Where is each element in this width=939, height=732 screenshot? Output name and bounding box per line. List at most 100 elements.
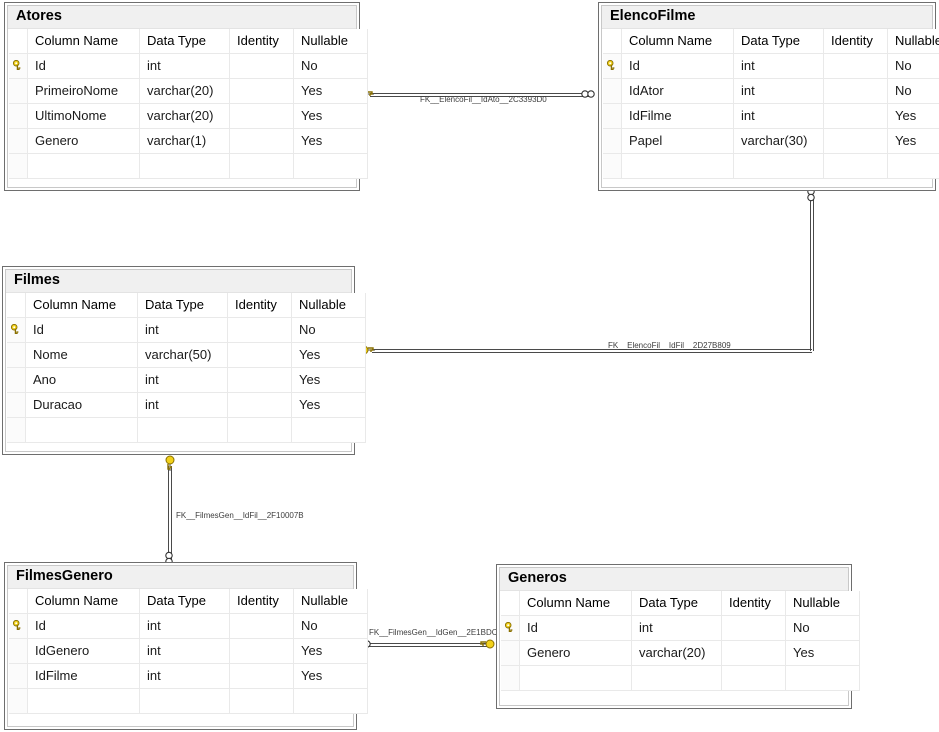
table-row[interactable] [9,153,368,179]
cell-column-name[interactable]: Duracao [25,392,138,418]
cell-identity[interactable] [229,78,294,104]
cell-column-name[interactable]: IdFilme [621,103,734,129]
cell-nullable[interactable]: Yes [293,638,368,664]
cell-column-name[interactable]: UltimoNome [27,103,140,129]
cell-identity[interactable] [823,153,888,179]
row-key-cell[interactable] [9,53,28,79]
cell-identity[interactable] [229,103,294,129]
cell-data-type[interactable] [139,153,230,179]
cell-identity[interactable] [721,640,786,666]
row-key-cell[interactable] [603,103,622,129]
cell-column-name[interactable]: Id [519,615,632,641]
entity-title[interactable]: Atores [8,6,356,29]
cell-column-name[interactable] [27,153,140,179]
row-key-cell[interactable] [603,128,622,154]
cell-data-type[interactable] [631,665,722,691]
relationship-line-elencofil-idfil[interactable] [372,349,812,353]
cell-identity[interactable] [823,78,888,104]
row-key-cell[interactable] [501,665,520,691]
row-key-cell[interactable] [9,663,28,689]
cell-column-name[interactable]: IdGenero [27,638,140,664]
cell-nullable[interactable] [291,417,366,443]
cell-nullable[interactable] [887,153,939,179]
cell-nullable[interactable] [785,665,860,691]
cell-nullable[interactable]: Yes [293,78,368,104]
relationship-line-filmesgen-idfil[interactable] [168,466,172,560]
cell-column-name[interactable] [621,153,734,179]
cell-data-type[interactable]: varchar(50) [137,342,228,368]
cell-identity[interactable] [229,128,294,154]
cell-nullable[interactable]: Yes [291,342,366,368]
entity-title[interactable]: FilmesGenero [8,566,353,589]
row-key-cell[interactable] [9,638,28,664]
cell-identity[interactable] [227,417,292,443]
row-key-cell[interactable] [7,317,26,343]
cell-nullable[interactable]: Yes [291,392,366,418]
cell-nullable[interactable]: No [293,613,368,639]
cell-data-type[interactable]: varchar(1) [139,128,230,154]
cell-data-type[interactable]: int [137,392,228,418]
cell-nullable[interactable]: Yes [293,103,368,129]
relationship-line-elencofil-idfil-vertical[interactable] [810,199,814,351]
cell-identity[interactable] [823,53,888,79]
row-key-cell[interactable] [501,615,520,641]
row-key-cell[interactable] [7,392,26,418]
relationship-line-elencofil-idato[interactable] [370,93,592,97]
cell-column-name[interactable] [27,688,140,714]
cell-column-name[interactable]: IdAtor [621,78,734,104]
cell-column-name[interactable]: Id [25,317,138,343]
cell-column-name[interactable]: Genero [27,128,140,154]
cell-data-type[interactable]: int [139,663,230,689]
cell-data-type[interactable]: varchar(20) [139,78,230,104]
relationship-label-filmesgen-idfil[interactable]: FK__FilmesGen__IdFil__2F10007B [176,511,304,520]
table-row[interactable] [501,665,860,691]
cell-nullable[interactable]: Yes [293,663,368,689]
cell-data-type[interactable]: int [139,613,230,639]
cell-data-type[interactable]: int [139,638,230,664]
row-key-cell[interactable] [9,688,28,714]
cell-column-name[interactable]: Genero [519,640,632,666]
table-row[interactable] [603,153,939,179]
row-key-cell[interactable] [7,417,26,443]
row-key-cell[interactable] [9,78,28,104]
cell-identity[interactable] [227,342,292,368]
cell-nullable[interactable]: Yes [785,640,860,666]
entity-title[interactable]: ElencoFilme [602,6,932,29]
row-key-cell[interactable] [603,153,622,179]
cell-identity[interactable] [823,103,888,129]
cell-data-type[interactable] [139,688,230,714]
cell-data-type[interactable]: int [137,317,228,343]
cell-identity[interactable] [721,615,786,641]
cell-data-type[interactable]: int [733,78,824,104]
relationship-label-elencofil-idfil[interactable]: FK__ElencoFil__IdFil__2D27B809 [608,341,731,350]
row-key-cell[interactable] [501,640,520,666]
cell-column-name[interactable] [25,417,138,443]
cell-data-type[interactable]: varchar(30) [733,128,824,154]
relationship-label-elencofil-idato[interactable]: FK__ElencoFil__IdAto__2C3393D0 [420,95,547,104]
cell-nullable[interactable]: Yes [887,128,939,154]
cell-data-type[interactable]: int [631,615,722,641]
cell-data-type[interactable]: varchar(20) [631,640,722,666]
cell-column-name[interactable]: Id [27,613,140,639]
cell-nullable[interactable]: No [785,615,860,641]
cell-data-type[interactable]: int [137,367,228,393]
cell-identity[interactable] [227,317,292,343]
cell-column-name[interactable]: Papel [621,128,734,154]
cell-nullable[interactable]: Yes [293,128,368,154]
